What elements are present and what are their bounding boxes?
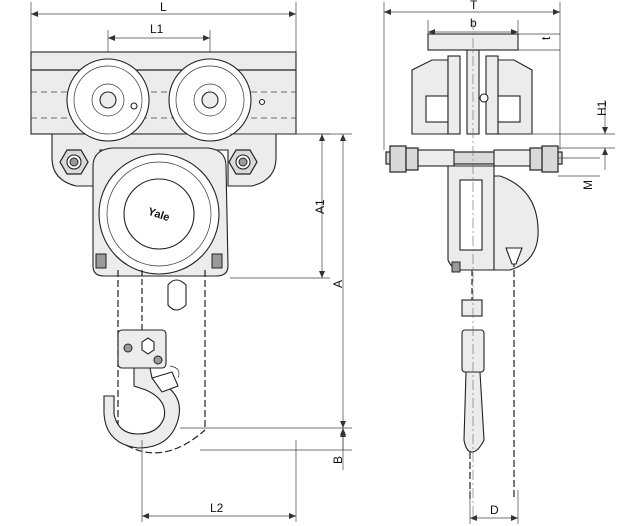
front-view: L L1 (30, 0, 352, 522)
hoist-body: Yale (92, 147, 229, 277)
dim-A1: A1 (230, 133, 330, 279)
dim-L: L (30, 0, 297, 60)
label-b: b (470, 16, 477, 30)
trolley-side (411, 55, 533, 135)
label-L: L (160, 0, 167, 14)
trolley-wheel-left (66, 58, 150, 142)
dim-M: M (558, 157, 600, 190)
axle (385, 145, 563, 173)
label-B: B (331, 456, 345, 464)
label-T: T (470, 0, 478, 12)
label-t: t (539, 36, 553, 40)
dim-B: B (200, 428, 352, 470)
label-A1: A1 (313, 199, 327, 214)
load-chain (141, 270, 187, 330)
hoist-side-body (447, 165, 539, 273)
dim-t: t (518, 33, 560, 51)
label-D: D (490, 503, 499, 517)
side-view: T b t (383, 0, 615, 524)
nut-left (59, 149, 89, 175)
dim-L1: L1 (107, 22, 211, 55)
load-hook (103, 365, 180, 449)
trolley-wheel-right (168, 58, 266, 142)
nut-right (228, 149, 258, 175)
label-M: M (581, 180, 595, 190)
label-H1: H1 (595, 100, 609, 116)
label-L2: L2 (210, 501, 224, 515)
bottom-block (117, 329, 167, 369)
label-L1: L1 (150, 22, 164, 36)
dim-A: A (180, 133, 352, 429)
label-A: A (331, 280, 345, 288)
dim-L2: L2 (141, 440, 297, 522)
dim-T: T (383, 0, 561, 150)
dim-D: D (469, 490, 519, 524)
